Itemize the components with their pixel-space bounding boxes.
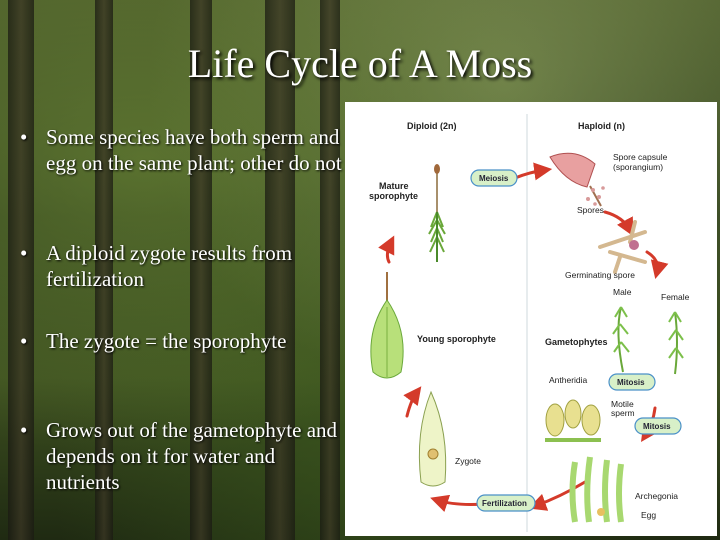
mitosis-pill — [634, 417, 682, 435]
arrow-icon — [528, 480, 587, 511]
mature-sporophyte-label-line1: Mature — [379, 181, 409, 191]
zygote-label: Zygote — [455, 456, 481, 466]
bullet-text: A diploid zygote results from fertilizat… — [46, 241, 293, 291]
meiosis-pill — [470, 169, 518, 187]
spore-capsule-illustration — [549, 152, 602, 207]
germinating-spore-illustration — [598, 220, 647, 274]
background-tree-trunk — [320, 0, 340, 540]
meiosis-pill-label: Meiosis — [479, 174, 509, 183]
zygote-illustration — [418, 390, 447, 487]
arrow-icon — [645, 250, 669, 279]
fertilization-pill-label: Fertilization — [482, 499, 527, 508]
bullet-text: Grows out of the gametophyte and depends… — [46, 418, 338, 494]
germinating-spore-label: Germinating spore — [565, 270, 635, 280]
background-tree-trunk — [265, 0, 295, 540]
motile-sperm-label-line1: Motile — [611, 399, 634, 409]
fertilization-pill — [476, 494, 536, 512]
male-gametophyte-illustration — [612, 306, 630, 373]
mitosis-pill-label: Mitosis — [617, 378, 645, 387]
arrow-icon — [513, 162, 553, 181]
bullet-symbol: • — [20, 125, 28, 149]
egg-label: Egg — [641, 510, 656, 520]
antheridia-illustration — [545, 399, 601, 442]
background-tree-trunk — [190, 0, 212, 540]
bullet-item: • A diploid zygote results from fertiliz… — [20, 240, 345, 292]
bullet-item: • Some species have both sperm and egg o… — [20, 124, 345, 176]
background-tree-trunk — [8, 0, 34, 540]
mitosis-pill-label: Mitosis — [643, 422, 671, 431]
spore-capsule-label-line1: Spore capsule — [613, 152, 668, 162]
antheridia-label: Antheridia — [549, 375, 588, 385]
mature-sporophyte-illustration — [428, 164, 446, 262]
spores-label: Spores — [577, 205, 604, 215]
moss-life-cycle-diagram: Diploid (2n) Haploid (n) Mature — [345, 102, 717, 536]
arrow-icon — [403, 386, 422, 418]
archegonia-illustration — [569, 456, 624, 523]
gametophytes-label: Gametophytes — [545, 337, 608, 347]
motile-sperm-label-line2: sperm — [611, 408, 635, 418]
female-gametophyte-illustration — [668, 311, 684, 375]
haploid-header: Haploid (n) — [578, 121, 625, 131]
bullet-symbol: • — [20, 329, 28, 353]
female-label: Female — [661, 292, 690, 302]
bullet-item: • Grows out of the gametophyte and depen… — [20, 417, 345, 495]
bullet-item: • The zygote = the sporophyte — [20, 328, 345, 354]
spore-capsule-label-line2: (sporangium) — [613, 162, 663, 172]
arrow-icon — [603, 210, 634, 237]
bullet-symbol: • — [20, 418, 28, 442]
background-tree-trunk — [95, 0, 113, 540]
young-sporophyte-illustration — [370, 272, 404, 379]
bullet-text: Some species have both sperm and egg on … — [46, 125, 342, 175]
diagram-svg: Diploid (2n) Haploid (n) Mature — [369, 114, 690, 532]
bullet-symbol: • — [20, 241, 28, 265]
diploid-header: Diploid (2n) — [407, 121, 457, 131]
mitosis-pill — [608, 373, 656, 391]
archegonia-label: Archegonia — [635, 491, 678, 501]
arrow-icon — [378, 235, 395, 264]
mature-sporophyte-label-line2: sporophyte — [369, 191, 418, 201]
male-label: Male — [613, 287, 632, 297]
young-sporophyte-label: Young sporophyte — [417, 334, 496, 344]
slide-title: Life Cycle of A Moss — [187, 41, 533, 86]
bullet-text: The zygote = the sporophyte — [46, 329, 287, 353]
spores-illustration — [586, 186, 605, 206]
